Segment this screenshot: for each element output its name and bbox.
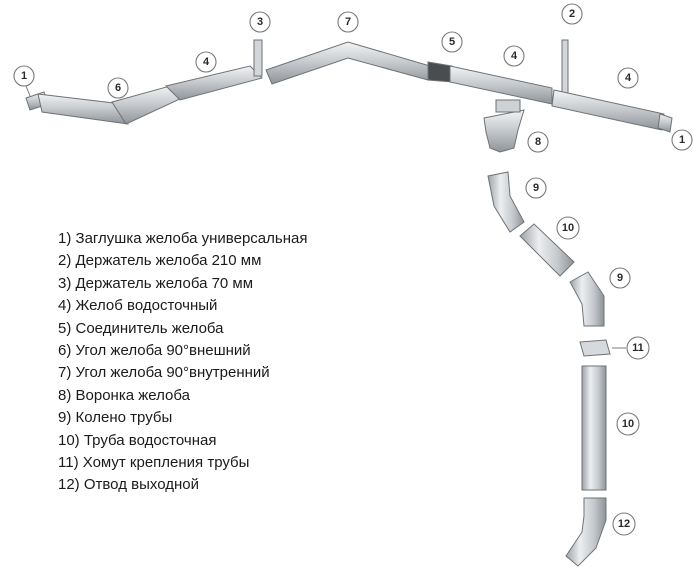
callout-11: 11 [612,336,650,360]
svg-text:11: 11 [632,342,644,354]
holder-210 [561,39,569,95]
legend-item: 9) Колено трубы [58,409,173,427]
gutter-section-4c [551,89,665,131]
legend-item: 12) Отвод выходной [58,476,199,494]
svg-text:4: 4 [511,50,518,62]
legend-item: 10) Труба водосточная [58,431,217,449]
legend-item: 4) Желоб водосточный [58,297,218,315]
callout-1b: 1 [671,129,693,151]
svg-text:1: 1 [21,70,27,82]
svg-text:10: 10 [562,222,574,234]
callout-9b: 9 [609,267,631,289]
svg-text:12: 12 [618,518,630,530]
callout-3: 3 [249,11,271,33]
callout-7: 7 [337,11,359,33]
legend-item: 11) Хомут крепления трубы [58,454,250,472]
callout-12: 12 [612,512,636,536]
pipe-vertical [581,365,607,491]
downpipe [483,99,611,567]
pipe-clamp [579,339,611,357]
svg-text:3: 3 [257,16,263,28]
callout-4a: 4 [195,51,217,73]
callout-4c: 4 [617,67,639,89]
callout-10a: 10 [556,216,580,240]
outlet-bend [565,497,607,567]
legend-item: 6) Угол желоба 90°внешний [58,342,251,360]
legend-item: 8) Воронка желоба [58,386,190,404]
legend-item: 7) Угол желоба 90°внутренний [58,364,270,382]
callout-6: 6 [107,77,129,99]
svg-text:6: 6 [115,82,121,94]
legend-item: 2) Держатель желоба 210 мм [58,252,262,270]
svg-text:1: 1 [679,134,685,146]
gutter-connector [427,61,453,83]
gutter-section-4b [449,65,553,105]
gutter-run [25,39,673,133]
callout-10b: 10 [616,412,640,436]
gutter-section-left [37,93,129,125]
svg-text:9: 9 [617,272,623,284]
gutter-section-4a [165,65,263,101]
callout-4b: 4 [503,45,525,67]
elbow-lower [569,271,605,327]
svg-text:7: 7 [345,16,351,28]
svg-text:2: 2 [569,8,575,20]
svg-text:9: 9 [533,182,539,194]
callout-5: 5 [441,31,463,53]
svg-text:4: 4 [625,72,632,84]
legend-item: 1) Заглушка желоба универсальная [58,230,308,247]
svg-text:10: 10 [622,418,634,430]
parts-legend: 1) Заглушка желоба универсальная 2) Держ… [58,228,307,497]
callout-1a: 1 [13,65,35,97]
legend-item: 5) Соединитель желоба [58,319,224,337]
svg-text:4: 4 [203,56,210,68]
end-cap-right [657,113,673,133]
legend-item: 3) Держатель желоба 70 мм [58,274,254,292]
gutter-inner-corner [265,41,431,85]
holder-70 [253,39,263,77]
svg-text:8: 8 [535,136,541,148]
svg-text:5: 5 [449,36,455,48]
callout-9a: 9 [525,177,547,199]
elbow-upper [487,171,525,233]
funnel [483,109,525,153]
callout-8: 8 [527,131,549,153]
funnel-teeth [495,99,521,113]
callout-2: 2 [561,3,583,25]
pipe-angled [519,223,575,277]
